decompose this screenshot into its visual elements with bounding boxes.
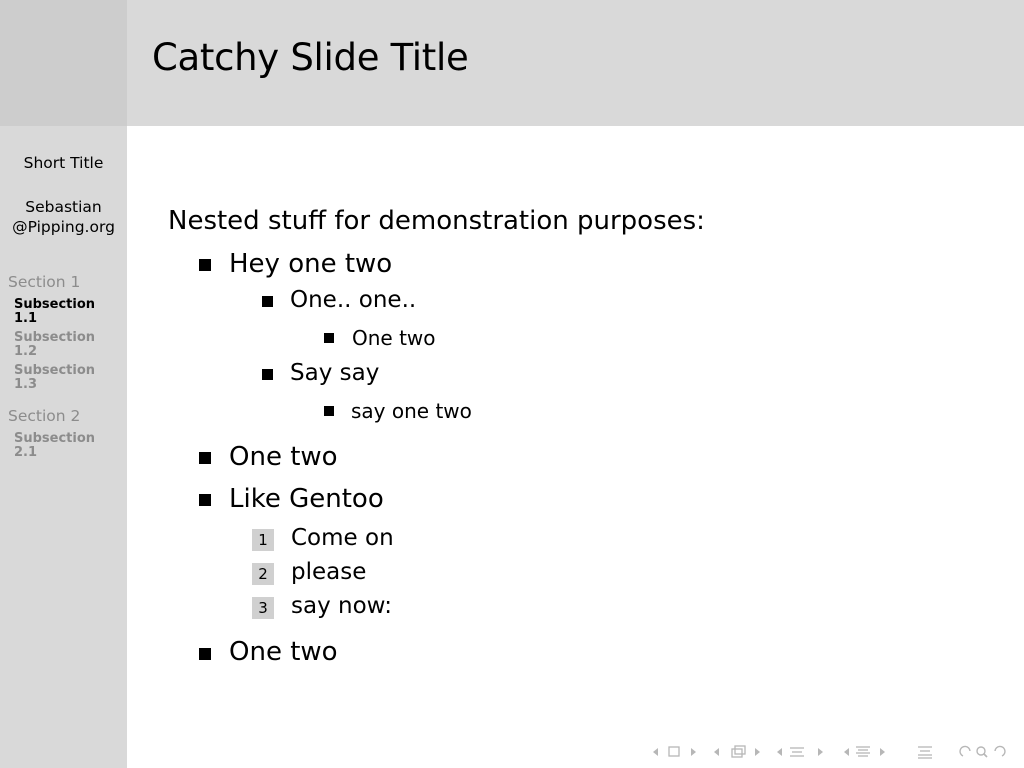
bullet-icon: [324, 406, 334, 416]
nav-icons: [653, 745, 1006, 759]
sidebar-top-block: [0, 0, 127, 126]
enum-item: please: [291, 559, 367, 585]
forward-icon: [994, 745, 1006, 757]
intro-text: Nested stuff for demonstration purposes:: [168, 206, 705, 236]
search-icon: [976, 746, 986, 756]
enum-item: Come on: [291, 525, 394, 551]
subsection-number: 1.3: [14, 377, 38, 392]
subsection-label: Subsection: [14, 330, 96, 345]
author-domain: @Pipping.org: [12, 218, 115, 236]
left-arrow-icon: [844, 748, 849, 756]
subsection-label: Subsection: [14, 297, 96, 312]
left-arrow-icon: [777, 748, 782, 756]
bullet-icon: [262, 296, 273, 307]
sidebar: Short Title Sebastian @Pipping.org Secti…: [0, 0, 127, 768]
back-icon: [959, 745, 971, 757]
enum-number-badge: 2: [252, 563, 274, 585]
subsection-label: Subsection: [14, 363, 96, 378]
enum-number-badge: 3: [252, 597, 274, 619]
sidebar-section-2[interactable]: Section 2: [8, 407, 81, 425]
slide-title: Catchy Slide Title: [152, 36, 469, 79]
author-block[interactable]: Sebastian @Pipping.org: [0, 197, 127, 237]
outline-icon: [856, 746, 870, 757]
subsection-number: 2.1: [14, 445, 38, 460]
list-item: One.. one..: [290, 287, 417, 313]
sidebar-subsection-1-2[interactable]: Subsection 1.2: [14, 331, 119, 359]
left-arrow-icon: [653, 748, 658, 756]
right-arrow-icon: [880, 748, 885, 756]
frame-icon: [668, 746, 680, 757]
section-icon: [790, 747, 804, 757]
short-title[interactable]: Short Title: [23, 154, 104, 172]
list-item: One two: [352, 326, 436, 350]
bullet-icon: [199, 452, 211, 464]
subsection-number: 1.2: [14, 344, 38, 359]
bullet-icon: [262, 369, 273, 380]
sidebar-subsection-2-1[interactable]: Subsection 2.1: [14, 432, 119, 460]
list-item: Like Gentoo: [229, 484, 384, 514]
subsection-number: 1.1: [14, 311, 38, 326]
bullet-icon: [199, 494, 211, 506]
author-name: Sebastian: [25, 198, 102, 216]
right-arrow-icon: [691, 748, 696, 756]
sidebar-section-1[interactable]: Section 1: [8, 273, 81, 291]
enum-item: say now:: [291, 593, 392, 619]
beamer-navigation-bar: [648, 742, 1018, 762]
right-arrow-icon: [755, 748, 760, 756]
slide-header: [127, 0, 1024, 126]
list-item: Hey one two: [229, 249, 393, 279]
list-item: say one two: [351, 399, 472, 423]
sidebar-subsection-1-1[interactable]: Subsection 1.1: [14, 298, 119, 326]
list-item: One two: [229, 442, 338, 472]
subsection-icon: [731, 745, 746, 758]
bullet-icon: [324, 333, 334, 343]
subsection-label: Subsection: [14, 431, 96, 446]
right-arrow-icon: [818, 748, 823, 756]
list-item: One two: [229, 637, 338, 667]
bullet-icon: [199, 648, 211, 660]
bullet-icon: [199, 259, 211, 271]
list-item: Say say: [290, 360, 380, 386]
left-arrow-icon: [714, 748, 719, 756]
enum-number-badge: 1: [252, 529, 274, 551]
appendix-icon: [918, 746, 932, 759]
sidebar-subsection-1-3[interactable]: Subsection 1.3: [14, 364, 119, 392]
